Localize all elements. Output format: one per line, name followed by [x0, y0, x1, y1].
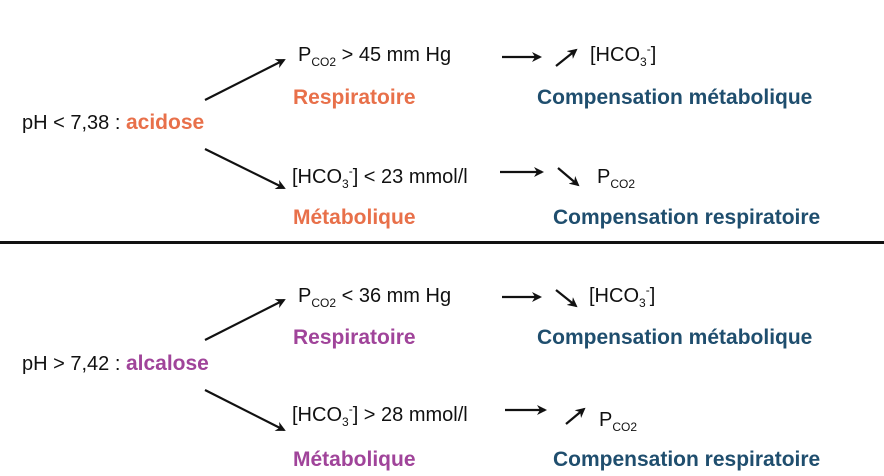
alcalose-metabolic-type: Métabolique [293, 448, 416, 471]
var-sub: 3 [640, 55, 647, 69]
var-close: ] [649, 285, 656, 307]
alcalose-respiratory-compensation: Compensation métabolique [537, 326, 813, 349]
ph-text: pH < 7,38 : [22, 112, 126, 134]
acidose-metabolic-compensation-var: PCO2 [597, 165, 636, 191]
branch-arrow-acidose-metabolic [204, 148, 286, 189]
acidose-respiratory-condition: PCO2 > 45 mm Hg [298, 43, 452, 69]
var: [HCO [589, 285, 639, 307]
up-arrow-icon [555, 48, 578, 67]
acidose-ph-label: pH < 7,38 : acidose [22, 111, 204, 135]
var-sub: 3 [342, 415, 349, 429]
alcalose-metabolic-condition: [HCO3-] > 28 mmol/l [292, 402, 468, 429]
down-arrow-icon [555, 289, 578, 308]
var: [HCO [292, 404, 342, 426]
acidose-state: acidose [125, 111, 205, 134]
alcalose-respiratory-type: Respiratoire [293, 326, 416, 349]
branch-arrow-alcalose-respiratory [204, 299, 286, 341]
alcalose-state: alcalose [125, 352, 209, 375]
var-close: ] [352, 166, 359, 188]
var-close: ] [650, 44, 657, 66]
up-arrow-icon [565, 407, 586, 425]
var-sub: CO2 [311, 55, 337, 69]
alcalose-ph-label: pH > 7,42 : alcalose [22, 352, 209, 376]
acidose-respiratory-compensation-var: [HCO3-] [590, 42, 657, 69]
var-close: ] [352, 404, 359, 426]
acidose-metabolic-type: Métabolique [293, 206, 416, 229]
condition: > 45 mm Hg [336, 44, 452, 66]
var: P [298, 285, 312, 307]
acidose-respiratory-compensation: Compensation métabolique [537, 86, 813, 109]
acidose-metabolic-condition: [HCO3-] < 23 mmol/l [292, 164, 468, 191]
branch-arrow-alcalose-metabolic [204, 389, 286, 431]
branch-arrow-acidose-respiratory [204, 59, 286, 101]
down-arrow-icon [557, 167, 580, 187]
acidose-metabolic-compensation: Compensation respiratoire [553, 206, 821, 229]
var-sup: - [348, 164, 353, 178]
alcalose-metabolic-compensation-var: PCO2 [599, 408, 638, 434]
condition: < 23 mmol/l [358, 166, 468, 188]
condition: < 36 mm Hg [336, 285, 452, 307]
var-sub: 3 [342, 177, 349, 191]
alcalose-metabolic-compensation: Compensation respiratoire [553, 448, 821, 471]
var-sup: - [348, 402, 353, 416]
var-sup: - [645, 283, 650, 297]
var: P [597, 166, 611, 188]
var: P [298, 44, 312, 66]
alcalose-respiratory-compensation-var: [HCO3-] [589, 283, 656, 310]
var-sub: 3 [639, 296, 646, 310]
var: [HCO [590, 44, 640, 66]
var-sub: CO2 [610, 177, 636, 191]
var: P [599, 409, 613, 431]
var-sub: CO2 [311, 296, 337, 310]
acidose-respiratory-type: Respiratoire [293, 86, 416, 109]
section-divider [0, 241, 884, 244]
var: [HCO [292, 166, 342, 188]
condition: > 28 mmol/l [358, 404, 468, 426]
var-sub: CO2 [612, 420, 638, 434]
alcalose-respiratory-condition: PCO2 < 36 mm Hg [298, 284, 452, 310]
var-sup: - [646, 42, 651, 56]
ph-text: pH > 7,42 : [22, 353, 126, 375]
